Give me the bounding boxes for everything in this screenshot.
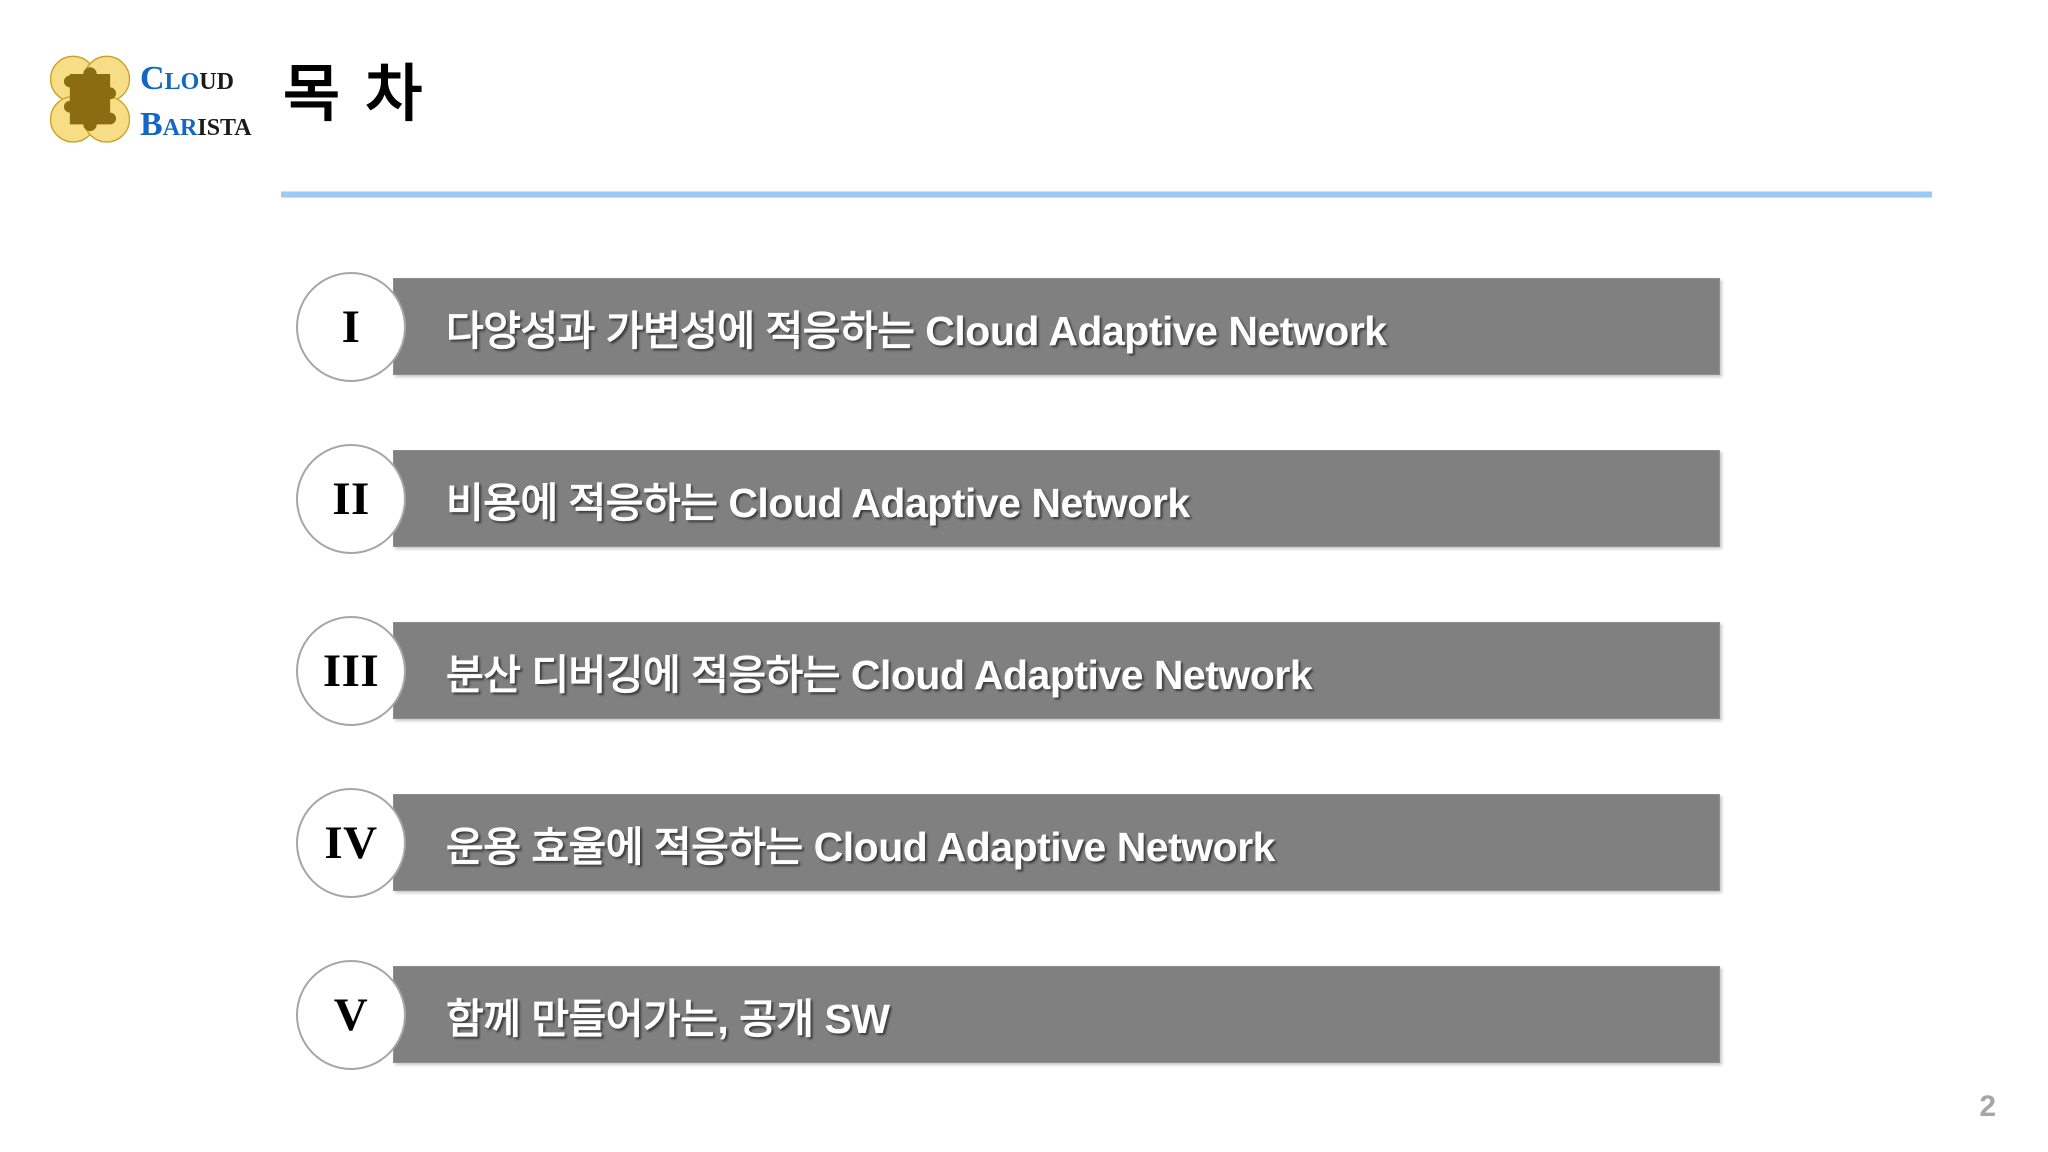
- toc-item-bar[interactable]: 운용 효율에 적응하는 Cloud Adaptive Network: [393, 794, 1720, 891]
- table-of-contents-list: 다양성과 가변성에 적응하는 Cloud Adaptive Network I …: [0, 272, 2048, 1070]
- brand-barista-capital: B: [140, 106, 163, 143]
- toc-item-2[interactable]: 비용에 적응하는 Cloud Adaptive Network II: [296, 444, 1720, 554]
- toc-item-numeral: IV: [324, 816, 378, 869]
- cloudbarista-clover-puzzle-logo-icon: [48, 52, 132, 148]
- toc-item-5[interactable]: 함께 만들어가는, 공개 SW V: [296, 960, 1720, 1070]
- toc-item-4[interactable]: 운용 효율에 적응하는 Cloud Adaptive Network IV: [296, 788, 1720, 898]
- toc-item-numeral: III: [322, 644, 380, 697]
- toc-item-numeral: II: [332, 472, 370, 525]
- toc-item-label: 비용에 적응하는 Cloud Adaptive Network: [446, 479, 1190, 526]
- brand-word-cloud: CLOUD: [140, 62, 234, 96]
- toc-item-1[interactable]: 다양성과 가변성에 적응하는 Cloud Adaptive Network I: [296, 272, 1720, 382]
- toc-item-numeral: V: [333, 988, 369, 1041]
- brand-barista-tail: ISTA: [197, 115, 252, 141]
- title-divider: [281, 191, 1932, 198]
- toc-item-numeral-badge: II: [296, 444, 406, 554]
- brand-wordmark: CLOUD BARISTA: [140, 56, 270, 148]
- toc-item-label: 운용 효율에 적응하는 Cloud Adaptive Network: [446, 823, 1275, 870]
- toc-item-numeral: I: [341, 300, 361, 353]
- brand-lockup: CLOUD BARISTA: [48, 52, 268, 152]
- toc-item-bar[interactable]: 비용에 적응하는 Cloud Adaptive Network: [393, 450, 1720, 547]
- toc-item-numeral-badge: I: [296, 272, 406, 382]
- brand-word-barista: BARISTA: [140, 108, 252, 142]
- brand-cloud-mid: LO: [164, 69, 200, 95]
- slide-header: CLOUD BARISTA 목 차: [0, 0, 2048, 210]
- toc-item-numeral-badge: IV: [296, 788, 406, 898]
- toc-item-label: 분산 디버깅에 적응하는 Cloud Adaptive Network: [446, 651, 1313, 698]
- brand-barista-mid: AR: [162, 115, 198, 141]
- page-number: 2: [1979, 1090, 1996, 1123]
- toc-item-bar[interactable]: 함께 만들어가는, 공개 SW: [393, 966, 1720, 1063]
- brand-cloud-tail: UD: [199, 69, 234, 95]
- toc-item-numeral-badge: III: [296, 616, 406, 726]
- toc-item-numeral-badge: V: [296, 960, 406, 1070]
- brand-cloud-capital: C: [140, 60, 165, 97]
- toc-item-label: 다양성과 가변성에 적응하는 Cloud Adaptive Network: [446, 307, 1387, 354]
- toc-item-bar[interactable]: 다양성과 가변성에 적응하는 Cloud Adaptive Network: [393, 278, 1720, 375]
- toc-item-bar[interactable]: 분산 디버깅에 적응하는 Cloud Adaptive Network: [393, 622, 1720, 719]
- toc-item-label: 함께 만들어가는, 공개 SW: [446, 995, 890, 1042]
- toc-item-3[interactable]: 분산 디버깅에 적응하는 Cloud Adaptive Network III: [296, 616, 1720, 726]
- page-title: 목 차: [283, 60, 427, 129]
